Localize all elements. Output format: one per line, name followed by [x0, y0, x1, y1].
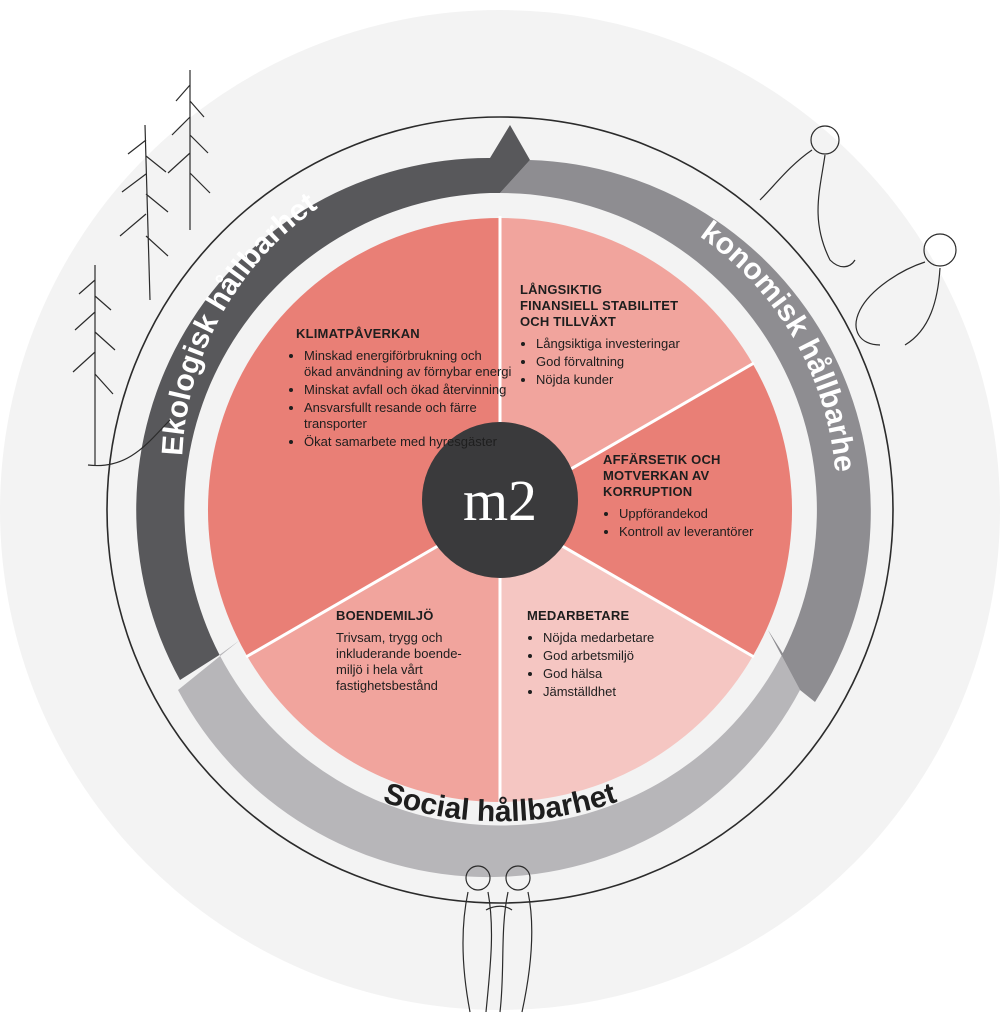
ring-ecological	[136, 125, 530, 680]
section-finans: LÅNGSIKTIG FINANSIELL STABILITET OCH TIL…	[520, 282, 740, 390]
segment-klimatpaverkan	[207, 218, 500, 656]
section-finans-list: Långsiktiga investeringar God förvaltnin…	[520, 336, 740, 388]
list-item: Nöjda medarbetare	[543, 630, 727, 646]
list-item: Minskad energiförbrukning och ökad använ…	[304, 348, 513, 380]
title-line: KORRUPTION	[603, 484, 693, 499]
section-affarsetik-title: AFFÄRSETIK OCH MOTVERKAN AV KORRUPTION	[603, 452, 778, 500]
segment-medarbetare	[500, 510, 753, 802]
text-line: inkluderande boende-	[336, 646, 462, 661]
list-item: Uppförandekod	[619, 506, 778, 522]
list-item: Kontroll av leverantörer	[619, 524, 778, 540]
list-item: God förvaltning	[536, 354, 740, 370]
people-walking-illustration	[462, 865, 533, 1013]
list-item: God arbetsmiljö	[543, 648, 727, 664]
list-item: Nöjda kunder	[536, 372, 740, 388]
ring-social	[178, 630, 800, 878]
section-medarbetare-list: Nöjda medarbetare God arbetsmiljö God hä…	[527, 630, 727, 700]
section-klimatpaverkan-title: KLIMATPÅVERKAN	[296, 326, 420, 341]
section-boendemiljo-title: BOENDEMILJÖ	[336, 608, 434, 623]
section-medarbetare: MEDARBETARE Nöjda medarbetare God arbets…	[527, 608, 727, 702]
title-line: LÅNGSIKTIG	[520, 282, 603, 297]
list-item: God hälsa	[543, 666, 727, 682]
section-affarsetik: AFFÄRSETIK OCH MOTVERKAN AV KORRUPTION U…	[603, 452, 778, 542]
center-logo-text: m2	[463, 468, 537, 533]
title-line: OCH TILLVÄXT	[520, 314, 617, 329]
section-boendemiljo-text: Trivsam, trygg och inkluderande boende- …	[336, 630, 496, 694]
outer-ring-line	[106, 116, 894, 904]
text-line: Trivsam, trygg och	[336, 630, 443, 645]
segment-finans	[500, 218, 753, 510]
segment-boendemiljo	[247, 510, 500, 802]
text-line: miljö i hela vårt	[336, 662, 423, 677]
list-item: Jämställdhet	[543, 684, 727, 700]
segment-affarsetik	[500, 364, 793, 656]
list-item: Ökat samarbete med hyresgäster	[304, 434, 513, 450]
text-line: fastighetsbestånd	[336, 678, 438, 693]
list-item: Ansvarsfullt resande och färre transport…	[304, 400, 513, 432]
section-boendemiljo: BOENDEMILJÖ Trivsam, trygg och inkludera…	[336, 608, 496, 694]
section-klimatpaverkan-list: Minskad energiförbrukning och ökad använ…	[288, 348, 513, 450]
section-klimatpaverkan: KLIMATPÅVERKAN Minskad energiförbrukning…	[288, 326, 513, 452]
section-finans-title: LÅNGSIKTIG FINANSIELL STABILITET OCH TIL…	[520, 282, 740, 330]
trees-illustration	[72, 70, 211, 467]
list-item: Minskat avfall och ökad återvinning	[304, 382, 513, 398]
section-affarsetik-list: Uppförandekod Kontroll av leverantörer	[603, 506, 778, 540]
title-line: MOTVERKAN AV	[603, 468, 710, 483]
title-line: FINANSIELL STABILITET	[520, 298, 679, 313]
center-circle	[422, 422, 578, 578]
list-item: Långsiktiga investeringar	[536, 336, 740, 352]
ring-economic	[500, 160, 871, 702]
section-medarbetare-title: MEDARBETARE	[527, 608, 630, 623]
title-line: AFFÄRSETIK OCH	[603, 452, 721, 467]
people-hiking-illustration	[759, 125, 957, 346]
